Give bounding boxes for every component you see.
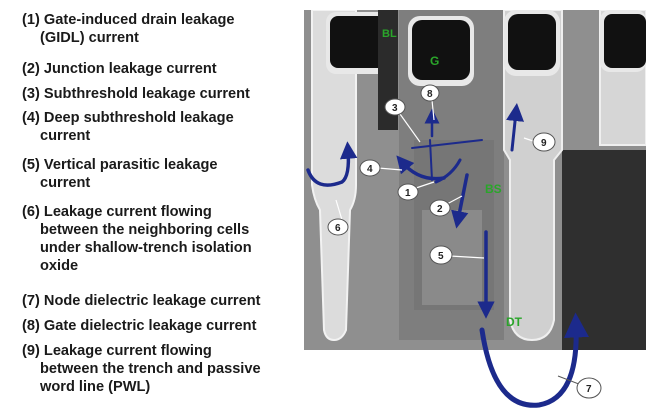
deep-trench-column: [503, 10, 563, 342]
legend-item-text: between the neighboring cells: [40, 222, 250, 238]
legend-item-text: Gate dielectric leakage current: [43, 318, 257, 334]
callouts: 8 3 4 1 2 9 6: [327, 84, 602, 399]
arrow-7: [479, 312, 589, 408]
legend-item-text: Deep subthreshold leakage: [43, 110, 234, 126]
legend-item-number: (3): [22, 86, 40, 102]
legend-item-text: word line (PWL): [40, 379, 151, 395]
cross-section-svg: BL G BS DT: [304, 10, 646, 415]
cross-section-figure: BL G BS DT: [304, 10, 646, 415]
arrow-3-horizontal: [411, 139, 483, 149]
callout-1: [397, 183, 419, 201]
legend-item-number: (1): [22, 12, 40, 28]
dark-trench-region: [562, 150, 646, 350]
label-buried-strap: BS: [485, 182, 502, 196]
callout-3-label: 3: [392, 103, 398, 114]
callout-5: [429, 245, 453, 265]
legend-item-number: (6): [22, 204, 40, 220]
legend-item-8: (8) Gate dielectric leakage current: [22, 317, 312, 335]
legend-item-text: under shallow-trench isolation: [40, 240, 252, 256]
legend-item-text: oxide: [40, 258, 79, 274]
label-gate: G: [430, 54, 439, 68]
legend-item-text: Gate-induced drain leakage: [43, 12, 235, 28]
arrow-1: [434, 158, 462, 184]
legend-item-text: Leakage current flowing: [43, 343, 212, 359]
arrow-3-vertical: [429, 139, 433, 181]
callout-3: [384, 98, 406, 116]
legend-item-number: (9): [22, 343, 40, 359]
legend-item-3: (3) Subthreshold leakage current: [22, 85, 312, 103]
callout-2: [429, 199, 451, 217]
label-deep-trench: DT: [506, 315, 523, 329]
callout-9-label: 9: [541, 138, 547, 149]
callout-1-label: 1: [405, 188, 411, 199]
arrow-2: [451, 173, 469, 229]
callout-6-label: 6: [335, 223, 341, 234]
legend-item-6: (6) Leakage current flowing between the …: [22, 203, 312, 275]
callout-6: [327, 218, 349, 236]
gate-body: [508, 14, 556, 70]
callout-2-label: 2: [437, 204, 443, 215]
legend-item-2: (2) Junction leakage current: [22, 60, 312, 78]
callout-8-label: 8: [427, 89, 433, 100]
legend-item-text: Node dielectric leakage current: [43, 293, 261, 309]
legend-item-number: (4): [22, 110, 40, 126]
arrow-6: [306, 141, 358, 187]
legend-item-text: Vertical parasitic leakage: [43, 157, 218, 173]
legend-item-text: (GIDL) current: [40, 30, 139, 46]
legend: (1) Gate-induced drain leakage (GIDL) cu…: [0, 0, 305, 415]
callout-9: [532, 132, 556, 152]
callout-7: [576, 377, 602, 399]
legend-item-number: (8): [22, 318, 40, 334]
left-isolation-column: [311, 10, 357, 342]
label-bitline: BL: [382, 28, 397, 40]
legend-item-number: (7): [22, 293, 40, 309]
legend-item-number: (2): [22, 61, 40, 77]
legend-item-9: (9) Leakage current flowing between the …: [22, 342, 312, 396]
legend-item-5: (5) Vertical parasitic leakage current: [22, 156, 312, 192]
gate-body: [604, 14, 646, 68]
callout-4-label: 4: [367, 164, 373, 175]
legend-item-text: between the trench and passive: [40, 361, 261, 377]
callout-7-label: 7: [586, 384, 592, 395]
legend-item-text: Leakage current flowing: [43, 204, 212, 220]
callout-8: [420, 84, 440, 102]
leakage-arrows: [306, 103, 589, 408]
callout-4: [359, 159, 381, 177]
gate-body: [330, 16, 388, 68]
legend-item-7: (7) Node dielectric leakage current: [22, 292, 312, 310]
legend-item-number: (5): [22, 157, 40, 173]
legend-item-text: Junction leakage current: [43, 61, 217, 77]
legend-item-1: (1) Gate-induced drain leakage (GIDL) cu…: [22, 11, 312, 47]
arrow-9: [506, 103, 525, 152]
legend-item-text: current: [40, 175, 91, 191]
legend-item-text: current: [40, 128, 91, 144]
legend-item-text: Subthreshold leakage current: [43, 86, 250, 102]
gate-body: [412, 20, 470, 80]
legend-item-4: (4) Deep subthreshold leakage current: [22, 109, 312, 145]
callout-5-label: 5: [438, 251, 444, 262]
